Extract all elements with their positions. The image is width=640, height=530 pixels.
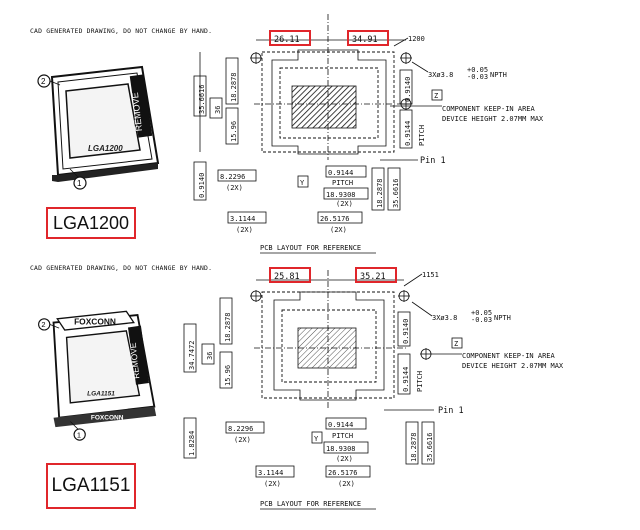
- svg-text:+0.05: +0.05: [471, 309, 492, 317]
- v-35-6616: 35.6616: [198, 84, 206, 114]
- lga1151-socket-illustration: FOXCONN REMOVE LGA1151 FOXCONN 2 1: [38, 310, 157, 441]
- dim-left-red: 26.11: [274, 35, 300, 45]
- dim-left-red: 25.81: [274, 272, 300, 282]
- hole-callout: 3Xø3.8: [432, 314, 457, 322]
- v-18-2878: 18.2878: [224, 312, 232, 342]
- h-8-2296: 8.2296: [220, 173, 245, 181]
- socket-name-label: LGA1200: [46, 207, 136, 239]
- h-18-9308: 18.9308: [326, 191, 356, 199]
- dim-right-red: 35.21: [360, 272, 386, 282]
- v-0-9140a: 0.9140: [404, 77, 412, 102]
- lga1200-pcb-layout-drawing: 26.11 34.91 1200 3Xø3.8 +0.05 -0.03 NPTH…: [193, 14, 544, 254]
- dim-corner: 1200: [408, 35, 425, 43]
- lga1200-panel: CAD GENERATED DRAWING, DO NOT CHANGE BY …: [0, 0, 640, 262]
- h-3-1144: 3.1144: [258, 469, 283, 477]
- v-pitch: PITCH: [416, 371, 424, 392]
- svg-text:PITCH: PITCH: [332, 179, 353, 187]
- svg-text:-0.03: -0.03: [467, 73, 488, 81]
- datum-z: Z: [454, 340, 458, 348]
- callout-1: 1: [77, 430, 81, 439]
- keepout-line-2: DEVICE HEIGHT 2.07MM MAX: [442, 115, 544, 123]
- cad-note: CAD GENERATED DRAWING, DO NOT CHANGE BY …: [30, 264, 213, 272]
- h-0-9144: 0.9144: [328, 169, 353, 177]
- svg-text:NPTH: NPTH: [494, 314, 511, 322]
- svg-text:+0.05: +0.05: [467, 66, 488, 74]
- datum-y: Y: [314, 435, 319, 443]
- v-0-9144: 0.9144: [404, 121, 412, 146]
- h-26-5176: 26.5176: [320, 215, 350, 223]
- lga1200-socket-illustration: REMOVE LGA1200 2 1: [37, 65, 160, 190]
- svg-text:(2X): (2X): [336, 455, 353, 463]
- pin1-label: Pin 1: [420, 156, 446, 166]
- v-15-96: 15.96: [230, 121, 238, 142]
- v-pitch: PITCH: [418, 125, 426, 146]
- dim-left-highlight: [269, 30, 311, 46]
- socket-mark: LGA1151: [87, 390, 115, 397]
- svg-text:(2X): (2X): [226, 184, 243, 192]
- v-15-96: 15.96: [224, 365, 232, 386]
- v-18-2878: 18.2878: [230, 72, 238, 102]
- datum-z: Z: [434, 92, 438, 100]
- v-34-7472: 34.7472: [188, 340, 196, 370]
- v-0-9140: 0.9140: [402, 319, 410, 344]
- svg-text:(2X): (2X): [264, 480, 281, 488]
- keepout-line-1: COMPONENT KEEP-IN AREA: [442, 105, 536, 113]
- callout-2: 2: [41, 320, 45, 329]
- v-18-2878b: 18.2878: [376, 178, 384, 208]
- svg-text:(2X): (2X): [236, 226, 253, 234]
- v-35-6616: 35.6616: [426, 432, 434, 462]
- keepout-line-2: DEVICE HEIGHT 2.07MM MAX: [462, 362, 564, 370]
- v-36: 36: [206, 352, 214, 360]
- brand-front: FOXCONN: [91, 415, 124, 422]
- h-26-5176: 26.5176: [328, 469, 358, 477]
- keepout-line-1: COMPONENT KEEP-IN AREA: [462, 352, 556, 360]
- pin1-label: Pin 1: [438, 406, 464, 416]
- caption: PCB LAYOUT FOR REFERENCE: [260, 500, 361, 508]
- svg-text:(2X): (2X): [338, 480, 355, 488]
- lga1151-panel: CAD GENERATED DRAWING, DO NOT CHANGE BY …: [0, 262, 640, 524]
- v-0-9140b: 0.9140: [198, 173, 206, 198]
- dim-corner: 1151: [422, 271, 439, 279]
- h-18-9308: 18.9308: [326, 445, 356, 453]
- datum-y: Y: [300, 179, 305, 187]
- svg-text:-0.03: -0.03: [471, 316, 492, 324]
- socket-name-label: LGA1151: [46, 463, 136, 509]
- dim-right-highlight: [347, 30, 389, 46]
- svg-text:PITCH: PITCH: [332, 432, 353, 440]
- dim-right-red: 34.91: [352, 35, 378, 45]
- svg-text:(2X): (2X): [330, 226, 347, 234]
- v-35-6616b: 35.6616: [392, 178, 400, 208]
- socket-mark: LGA1200: [88, 144, 123, 153]
- v-36: 36: [214, 106, 222, 114]
- caption: PCB LAYOUT FOR REFERENCE: [260, 244, 361, 252]
- dim-right-highlight: [355, 267, 397, 283]
- svg-text:(2X): (2X): [336, 200, 353, 208]
- lga1151-pcb-layout-drawing: 25.81 35.21 1151 3Xø3.8 +0.05 -0.03 NPTH…: [183, 267, 564, 510]
- h-8-2296: 8.2296: [228, 425, 253, 433]
- remove-label: REMOVE: [128, 342, 142, 380]
- v-1-8284: 1.8284: [188, 431, 196, 456]
- dim-left-highlight: [269, 267, 311, 283]
- callout-1: 1: [77, 179, 82, 188]
- h-3-1144: 3.1144: [230, 215, 255, 223]
- svg-text:NPTH: NPTH: [490, 71, 507, 79]
- v-18-2878b: 18.2878: [410, 432, 418, 462]
- cad-note: CAD GENERATED DRAWING, DO NOT CHANGE BY …: [30, 27, 213, 35]
- h-0-9144: 0.9144: [328, 421, 353, 429]
- v-0-9144: 0.9144: [402, 367, 410, 392]
- callout-2: 2: [41, 77, 46, 86]
- brand-top: FOXCONN: [74, 316, 116, 326]
- hole-callout: 3Xø3.8: [428, 71, 453, 79]
- remove-label: REMOVE: [130, 92, 144, 132]
- svg-text:(2X): (2X): [234, 436, 251, 444]
